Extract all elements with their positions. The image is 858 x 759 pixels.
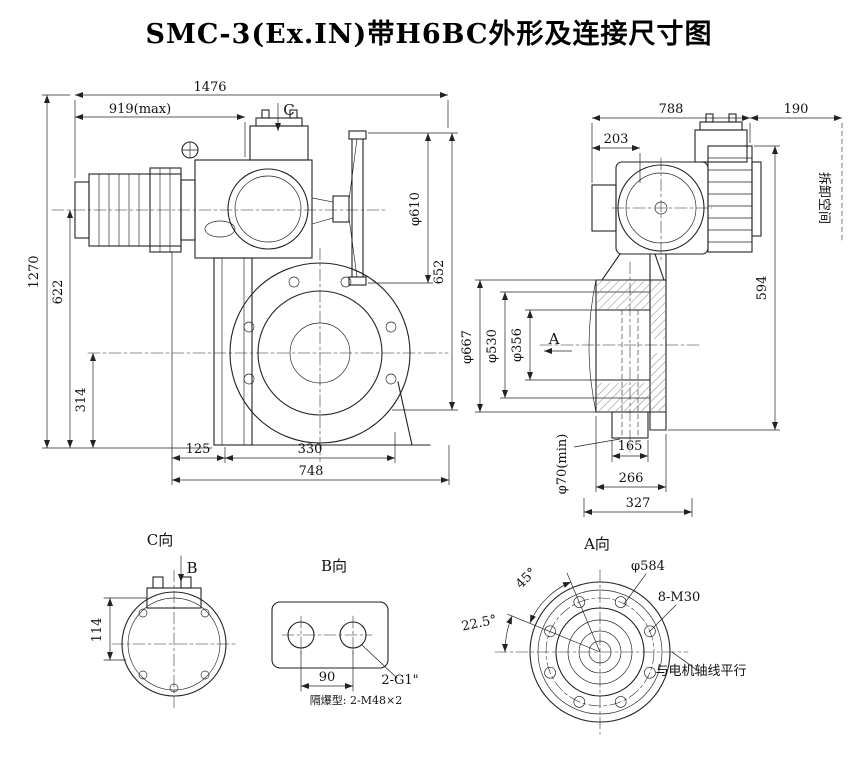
- dim-dia-70: φ70(min): [555, 434, 570, 495]
- dim-788: 788: [659, 102, 684, 117]
- handwheel-rim-top: [348, 130, 367, 140]
- parallel-note: 与电机轴线平行: [655, 664, 746, 679]
- section-a-label: A: [548, 330, 560, 348]
- dim-327: 327: [626, 496, 651, 511]
- handwheel-rim-bottom: [348, 276, 367, 286]
- view-b-title: B向: [321, 557, 347, 575]
- dim-height-1270: 1270: [27, 255, 42, 288]
- bottom-view-labels: C向 B 114 B向 90 2-G1" 隔爆型: 2-M48×2 A向 45°…: [90, 531, 747, 707]
- dim-handwheel-dia: φ610: [408, 192, 423, 226]
- gearbox-housing: [194, 159, 313, 259]
- dim-90: 90: [319, 670, 336, 685]
- dim-dia-356: φ356: [510, 328, 525, 362]
- dim-314: 314: [74, 388, 89, 413]
- conduit-thread-label: 2-G1": [381, 673, 418, 688]
- dim-266: 266: [619, 471, 644, 486]
- front-view-geometry: [51, 109, 449, 463]
- switch-box: [249, 125, 309, 161]
- dim-330: 330: [298, 442, 323, 457]
- dim-594: 594: [755, 276, 770, 301]
- section-b-view: [271, 601, 398, 692]
- dim-165: 165: [618, 439, 643, 454]
- view-a-title: A向: [583, 535, 610, 553]
- bolt-spec-label: 8-M30: [658, 590, 701, 605]
- dim-dia-584: φ584: [631, 559, 665, 574]
- dim-114: 114: [90, 618, 105, 643]
- angle-45-label: 45°: [513, 565, 540, 592]
- angle-22-5-label: 22.5°: [460, 613, 498, 635]
- brand-badge: [204, 220, 236, 238]
- dim-622: 622: [51, 280, 66, 305]
- dim-203: 203: [604, 132, 629, 147]
- section-c-view: [103, 555, 237, 711]
- section-a-view: [494, 569, 698, 735]
- removal-space-label: 拆卸空间: [816, 172, 832, 224]
- dim-dia-667: φ667: [460, 330, 475, 364]
- handwheel-hub: [332, 195, 350, 223]
- support-column: [213, 257, 253, 446]
- dim-125: 125: [186, 442, 211, 457]
- dim-total-width: 1476: [193, 80, 226, 95]
- dim-dia-530: φ530: [485, 329, 500, 363]
- section-b-label: B: [186, 559, 197, 577]
- dim-max-width: 919(max): [109, 102, 171, 117]
- terminal-cover: [271, 601, 389, 669]
- drawing-title: SMC-3(Ex.IN)带H6BC外形及连接尺寸图: [145, 19, 713, 50]
- worm-gear-circle: [227, 168, 309, 250]
- dim-190: 190: [784, 102, 809, 117]
- view-c-title: C向: [147, 531, 173, 549]
- front-view-labels: 1476 919(max) C φ610 652 1270 622 314 12…: [27, 80, 447, 479]
- dim-652: 652: [432, 260, 447, 285]
- side-view-geometry: [539, 113, 843, 453]
- section-c-label: C: [283, 101, 294, 119]
- front-view-dimensions: [42, 92, 458, 485]
- side-view-labels: 788 190 203 拆卸空间 594 φ667 φ530 φ356 A 16…: [460, 102, 832, 511]
- side-view-dimensions: [475, 115, 842, 517]
- flameproof-note: 隔爆型: 2-M48×2: [310, 693, 402, 707]
- dim-748: 748: [299, 464, 324, 479]
